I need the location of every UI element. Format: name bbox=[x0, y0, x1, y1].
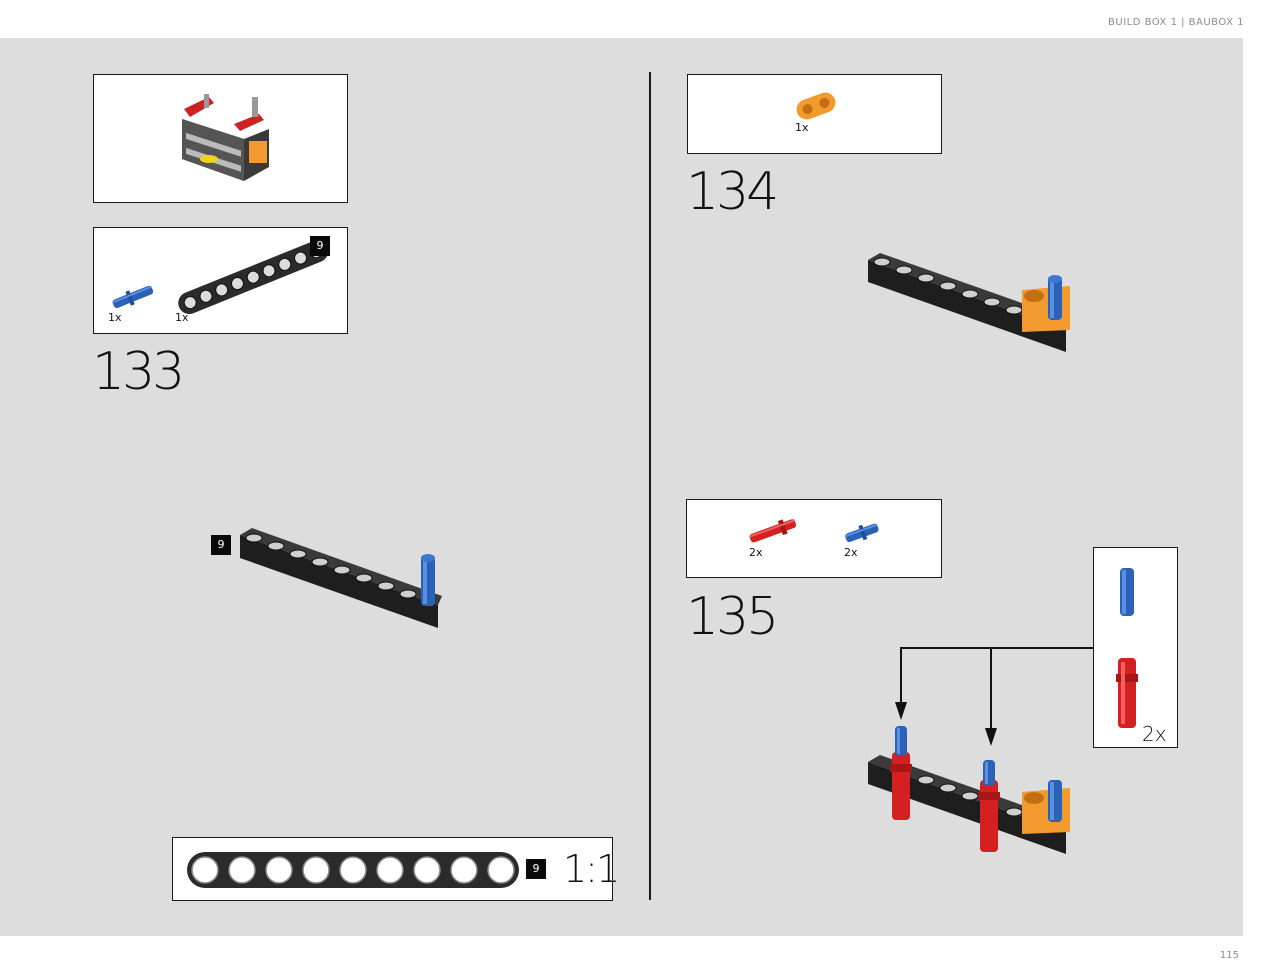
ruler-length-badge: 9 bbox=[526, 859, 546, 879]
length-ruler-box: 9 1:1 bbox=[172, 837, 620, 901]
red-long-pin-qty: 2x bbox=[749, 546, 763, 559]
step-135-assembly-image bbox=[868, 726, 1070, 854]
subassembly-callout-box: 2x bbox=[1093, 547, 1178, 748]
step-number-133: 133 bbox=[92, 342, 185, 402]
submodel-image bbox=[182, 94, 269, 181]
step-133-parts-box: 1x 1x 9 bbox=[93, 227, 348, 334]
assembly-arrows bbox=[895, 647, 1093, 746]
red-long-pin-icon bbox=[749, 519, 797, 543]
step-134-assembly-image bbox=[868, 253, 1070, 352]
blue-axle-pin-icon bbox=[844, 523, 879, 543]
step-number-134: 134 bbox=[686, 162, 779, 222]
pin-combination-image bbox=[1116, 568, 1138, 728]
orange-connector-qty: 1x bbox=[795, 121, 809, 134]
subassembly-qty: 2x bbox=[1142, 722, 1167, 746]
step-number-135: 135 bbox=[686, 587, 779, 647]
submodel-overview-box bbox=[93, 74, 348, 203]
step-135-parts-box: 2x 2x bbox=[686, 499, 942, 578]
blue-axle-pin-qty: 1x bbox=[108, 311, 122, 324]
blue-axle-pin-icon bbox=[112, 285, 154, 309]
build-box-header: BUILD BOX 1 | BAUBOX 1 bbox=[1108, 17, 1244, 28]
assembly-beam-badge: 9 bbox=[211, 535, 231, 555]
page-number: 115 bbox=[1219, 950, 1239, 961]
page-divider bbox=[649, 72, 651, 900]
beam-length-badge: 9 bbox=[310, 236, 330, 256]
step-133-assembly-image bbox=[240, 528, 442, 628]
ruler-beam-image bbox=[187, 852, 519, 888]
scale-label: 1:1 bbox=[563, 847, 620, 891]
step-134-parts-box: 1x bbox=[687, 74, 942, 154]
black-beam-qty: 1x bbox=[175, 311, 189, 324]
blue-axle-pin-qty-135: 2x bbox=[844, 546, 858, 559]
orange-connector-icon bbox=[796, 92, 836, 120]
